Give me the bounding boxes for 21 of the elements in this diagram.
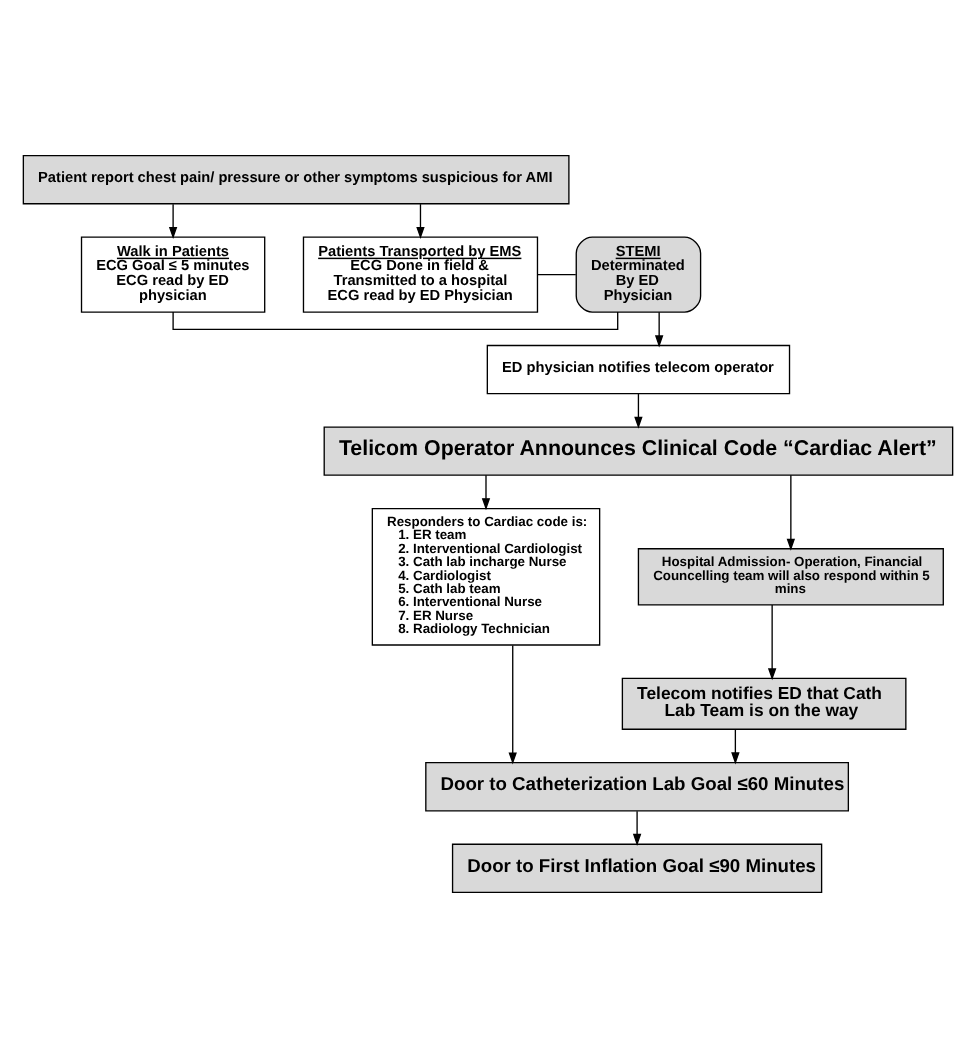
arrow — [631, 809, 641, 845]
node-box: ED physician notifies telecom operator — [485, 343, 790, 394]
node-box: Walk in Patients ECG Goal ≤ 5 minutes ECG read by ED physician — [79, 235, 265, 312]
arrow — [633, 392, 642, 428]
connector — [536, 272, 576, 275]
arrow — [415, 202, 424, 238]
node-box: Door to Catheterization Lab Goal ≤60 Minutes — [424, 761, 849, 811]
arrow — [507, 643, 516, 764]
arrow — [730, 727, 739, 764]
node-box: Telecom notifies ED that Cath Lab Team is on the way — [620, 676, 906, 729]
arrow — [785, 473, 795, 550]
arrow — [766, 603, 776, 680]
arrow — [480, 473, 490, 510]
arrow — [167, 202, 177, 238]
node-box: STEMI Determinated By ED Physician — [574, 235, 701, 312]
node-box: Patients Transported by EMS ECG Done in field & Transmitted to a hospital ECG read by ED Physician — [301, 235, 538, 312]
arrow — [653, 310, 663, 347]
node-box: Door to First Inflation Goal ≤90 Minutes — [450, 842, 822, 893]
connector — [171, 310, 618, 330]
node-box: Patient report chest pain/ pressure or other symptoms suspicious for AMI — [21, 153, 569, 204]
node-box: Telicom Operator Announces Clinical Code “Cardiac Alert” — [322, 425, 953, 475]
